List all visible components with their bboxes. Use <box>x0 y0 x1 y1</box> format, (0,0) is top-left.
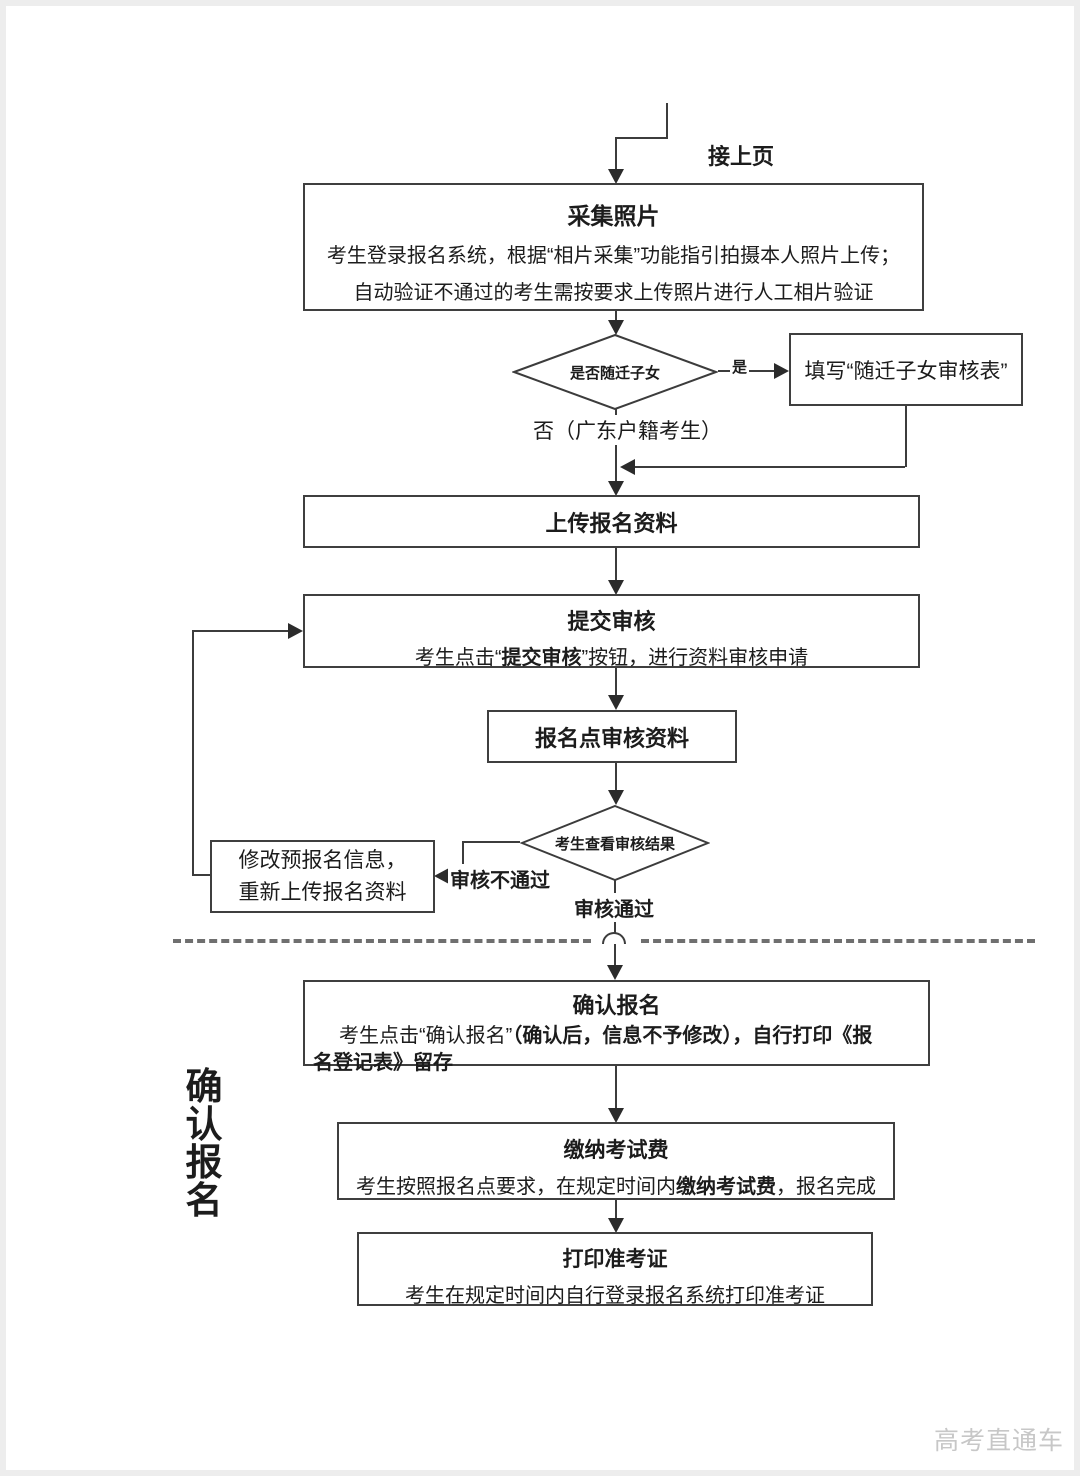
connector-top-elbow-v2 <box>615 137 617 170</box>
connector-fail-h1 <box>463 841 520 843</box>
phase-side-label: 确 认 报 名 <box>182 1068 226 1220</box>
print-ticket-title: 打印准考证 <box>562 1248 668 1271</box>
arrowhead-join-main-line <box>620 459 635 475</box>
arrowhead-loop-into-submit <box>288 623 303 639</box>
flow-node-modify-info: 修改预报名信息， 重新上传报名资料 <box>210 840 435 913</box>
collect-photo-line2: 自动验证不通过的考生需按要求上传照片进行人工相片验证 <box>353 282 874 304</box>
connector-submit-to-site <box>615 668 617 696</box>
connector-migrant-form-left <box>634 466 905 468</box>
arrowhead-into-modify <box>434 868 449 884</box>
review-fail-label: 审核不通过 <box>448 864 552 893</box>
phase-side-char-4: 名 <box>185 1180 223 1221</box>
connector-top-elbow-v1 <box>666 103 668 139</box>
phase-side-char-1: 确 <box>185 1066 223 1107</box>
submit-review-title: 提交审核 <box>567 609 656 634</box>
confirm-body-line1-normal: 考生点击“确认报名” <box>339 1025 513 1047</box>
flow-node-migrant-form: 填写“随迁子女审核表” <box>789 333 1023 406</box>
pay-fee-title: 缴纳考试费 <box>563 1139 669 1162</box>
connector-top-elbow-h <box>616 137 668 139</box>
connector-loop-h-top <box>193 630 288 632</box>
flow-node-pay-fee: 缴纳考试费 考生按照报名点要求，在规定时间内缴纳考试费，报名完成 <box>337 1122 895 1200</box>
connector-confirm-to-pay <box>615 1066 617 1109</box>
submit-body-post: ”按钮，进行资料审核申请 <box>581 647 809 669</box>
no-label: 否（广东户籍考生） <box>531 415 724 445</box>
arrowhead-into-migrant-form <box>774 363 789 379</box>
pay-body-bold: 缴纳考试费 <box>676 1176 776 1198</box>
connector-loop-v <box>192 630 194 876</box>
submit-body-pre: 考生点击“ <box>414 647 502 669</box>
confirm-title: 确认报名 <box>572 993 661 1018</box>
connector-collect-to-decision <box>615 311 617 322</box>
continuation-label: 接上页 <box>706 139 777 171</box>
arrowhead-into-pay <box>608 1108 624 1123</box>
pay-body-post: ，报名完成 <box>776 1176 876 1198</box>
submit-body-bold: 提交审核 <box>501 647 582 669</box>
watermark: 高考直通车 <box>934 1427 1065 1455</box>
site-review-title: 报名点审核资料 <box>534 725 689 751</box>
flow-decision-result: 考生查看审核结果 <box>520 805 710 881</box>
migrant-decision-label: 是否随迁子女 <box>569 364 660 382</box>
submit-review-body: 考生点击“提交审核”按钮，进行资料审核申请 <box>305 641 918 670</box>
upload-materials-title: 上传报名资料 <box>545 510 678 536</box>
phase-divider-right <box>641 939 1035 943</box>
connector-crossing-hop <box>602 932 626 944</box>
connector-loop-h-bottom <box>192 874 210 876</box>
connector-pass-v2 <box>614 944 616 966</box>
connector-decision-to-upload <box>615 408 617 482</box>
flow-node-upload-materials: 上传报名资料 <box>303 495 920 548</box>
confirm-body: 考生点击“确认报名”（确认后，信息不予修改），自行打印《报 名登记表》留存 <box>305 1020 928 1077</box>
flow-node-site-review: 报名点审核资料 <box>487 710 737 763</box>
arrowhead-into-confirm <box>607 965 623 980</box>
collect-photo-title: 采集照片 <box>567 203 660 229</box>
confirm-body-line2: 名登记表》留存 <box>313 1052 453 1074</box>
phase-divider-left <box>173 939 591 943</box>
result-decision-label: 考生查看审核结果 <box>554 835 675 853</box>
migrant-form-label: 填写“随迁子女审核表” <box>804 359 1008 383</box>
pay-fee-body: 考生按照报名点要求，在规定时间内缴纳考试费，报名完成 <box>339 1170 893 1199</box>
connector-migrant-form-down <box>905 406 907 467</box>
connector-fail-v <box>462 841 464 877</box>
modify-line2: 重新上传报名资料 <box>238 880 407 904</box>
connector-upload-to-submit <box>615 548 617 581</box>
yes-label: 是 <box>730 356 750 377</box>
arrowhead-into-migrant-decision <box>608 320 624 335</box>
arrowhead-into-result-decision <box>608 790 624 805</box>
phase-side-char-3: 报 <box>185 1142 223 1183</box>
phase-side-char-2: 认 <box>185 1104 223 1145</box>
collect-photo-line1: 考生登录报名系统，根据“相片采集”功能指引拍摄本人照片上传； <box>326 245 901 267</box>
modify-line1: 修改预报名信息， <box>238 849 407 872</box>
arrowhead-into-collect-photo <box>608 169 624 184</box>
flow-node-collect-photo: 采集照片 考生登录报名系统，根据“相片采集”功能指引拍摄本人照片上传； 自动验证… <box>303 183 924 311</box>
connector-site-to-decision <box>615 763 617 792</box>
flow-node-submit-review: 提交审核 考生点击“提交审核”按钮，进行资料审核申请 <box>303 594 920 670</box>
flow-decision-migrant: 是否随迁子女 <box>512 334 718 410</box>
flow-node-print-ticket: 打印准考证 考生在规定时间内自行登录报名系统打印准考证 <box>357 1232 873 1307</box>
print-ticket-body: 考生在规定时间内自行登录报名系统打印准考证 <box>405 1285 825 1307</box>
arrowhead-into-site-review <box>608 695 624 710</box>
pay-body-pre: 考生按照报名点要求，在规定时间内 <box>356 1176 676 1198</box>
flow-node-confirm-registration: 确认报名 考生点击“确认报名”（确认后，信息不予修改），自行打印《报 名登记表》… <box>303 980 930 1074</box>
connector-pay-to-print <box>615 1200 617 1219</box>
arrowhead-into-upload <box>608 481 624 496</box>
arrowhead-into-submit <box>608 580 624 595</box>
review-pass-label: 审核通过 <box>572 893 656 922</box>
arrowhead-into-print <box>608 1218 624 1233</box>
confirm-body-line1-bold: （确认后，信息不予修改），自行打印《报 <box>512 1025 873 1047</box>
